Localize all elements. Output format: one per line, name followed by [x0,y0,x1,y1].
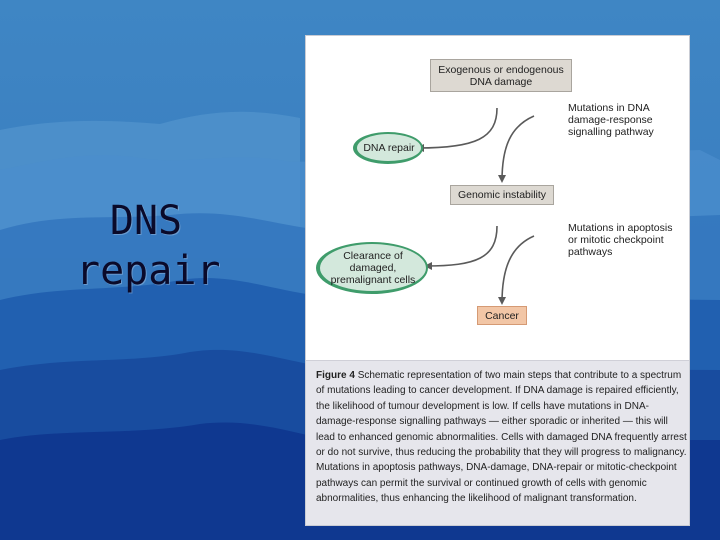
slide-title-line2: repair [76,248,221,294]
clearance-oval: Clearance of damaged, premalignant cells [316,242,428,294]
caption-label: Figure 4 [316,370,355,381]
note-upper: Mutations in DNA damage-response signall… [568,102,654,138]
caption-area: Figure 4 Schematic representation of two… [306,360,689,525]
arrow-damage-to-repair [416,107,498,152]
genomic-instability-box: Genomic instability [450,185,554,205]
flow-diagram-connectors [416,107,535,305]
arrow-damage-to-instability [498,115,535,183]
slide-title: DNS repair [76,196,221,296]
cancer-box: Cancer [477,306,527,325]
slide-title-line1: DNS [109,198,183,244]
arrow-instability-to-clearance [424,225,498,270]
caption-text: Schematic representation of two main ste… [316,370,687,505]
arrow-instability-to-cancer [498,235,535,305]
dna-damage-box: Exogenous or endogenous DNA damage [430,59,572,92]
figure-panel: Exogenous or endogenous DNA damage DNA r… [306,36,689,525]
dna-repair-oval: DNA repair [353,132,423,164]
figure-caption: Figure 4 Schematic representation of two… [316,368,688,507]
note-lower: Mutations in apoptosis or mitotic checkp… [568,222,673,258]
